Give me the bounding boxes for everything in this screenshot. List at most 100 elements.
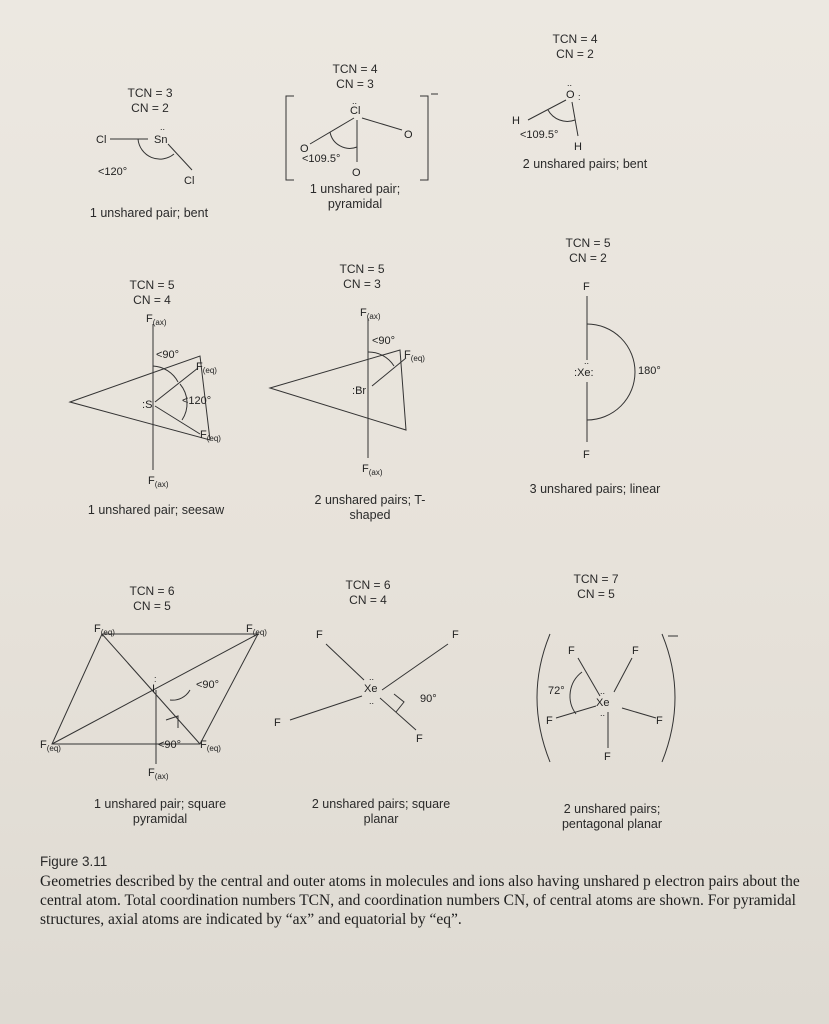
panel-8-header: TCN = 6 CN = 4 xyxy=(328,578,408,608)
panel-3-header: TCN = 4 CN = 2 xyxy=(535,32,615,62)
central-atom-label: I xyxy=(152,683,155,695)
ligand-label: H xyxy=(574,141,582,153)
angle-label: <90° xyxy=(156,349,179,361)
ligand-label: F(ax) xyxy=(146,313,167,327)
ligand-label: F(eq) xyxy=(196,361,217,375)
panel-6-header: TCN = 5 CN = 2 xyxy=(548,236,628,266)
ligand-label: F(eq) xyxy=(40,739,61,753)
cn-label: CN = 3 xyxy=(343,277,381,291)
cn-label: CN = 2 xyxy=(131,101,169,115)
xef4-structure: F F F F Xe .. .. 90° xyxy=(274,629,459,745)
panel-4-header: TCN = 5 CN = 4 xyxy=(112,278,192,308)
ligand-label: F xyxy=(656,715,663,727)
caption-line: 3 unshared pairs; xyxy=(529,482,627,496)
tcn-label: TCN = 3 xyxy=(127,86,173,100)
angle-label: 180° xyxy=(638,365,661,377)
svg-text:..: .. xyxy=(567,78,572,88)
caption-line: 1 unshared pair; xyxy=(93,797,185,811)
tcn-label: TCN = 4 xyxy=(552,32,598,46)
tcn-label: TCN = 6 xyxy=(129,584,175,598)
cn-label: CN = 2 xyxy=(569,251,607,265)
panel-7-caption: 1 unshared pair; square pyramidal xyxy=(90,797,230,827)
caption-line: 2 unshared pairs; xyxy=(314,493,412,507)
ligand-label: F xyxy=(416,733,423,745)
central-atom-label: Sn xyxy=(154,134,167,146)
tcn-label: TCN = 5 xyxy=(339,262,385,276)
ligand-label: O xyxy=(404,129,413,141)
ligand-label: Cl xyxy=(184,175,194,187)
svg-text:..: .. xyxy=(600,686,605,696)
ligand-label: F xyxy=(583,449,590,461)
angle-label: <90° xyxy=(372,335,395,347)
ligand-label: F xyxy=(632,645,639,657)
caption-line: pentagonal planar xyxy=(561,817,663,831)
svg-text:..: .. xyxy=(160,122,165,132)
ligand-label: Cl xyxy=(96,134,106,146)
ligand-label: F xyxy=(452,629,459,641)
caption-line: pyramidal xyxy=(327,197,383,211)
angle-label: <109.5° xyxy=(520,129,558,141)
caption-line: square pyramidal xyxy=(132,797,227,826)
cn-label: CN = 4 xyxy=(133,293,171,307)
panel-2-header: TCN = 4 CN = 3 xyxy=(315,62,395,92)
if5-structure: F(eq) F(eq) F(eq) F(eq) F(ax) I : <90° <… xyxy=(40,623,267,781)
ligand-label: F xyxy=(274,717,281,729)
panel-6-caption: 3 unshared pairs; linear xyxy=(520,482,670,497)
angle-label: <90° xyxy=(196,679,219,691)
angle-label: <90° xyxy=(158,739,181,751)
panel-1-caption: 1 unshared pair; bent xyxy=(84,206,214,221)
ligand-label: F xyxy=(583,281,590,293)
svg-text:..: .. xyxy=(369,672,374,682)
caption-line: seesaw xyxy=(181,503,225,517)
angle-label: 90° xyxy=(420,693,437,705)
ligand-label: F(ax) xyxy=(360,307,381,321)
panel-4-caption: 1 unshared pair; seesaw xyxy=(86,503,226,518)
angle-label: <120° xyxy=(182,395,211,407)
ligand-label: F xyxy=(316,629,323,641)
panel-8-caption: 2 unshared pairs; square planar xyxy=(306,797,456,827)
caption-line: square planar xyxy=(363,797,451,826)
svg-text::: : xyxy=(578,92,581,102)
cn-label: CN = 5 xyxy=(133,599,171,613)
ligand-label: F(ax) xyxy=(148,767,169,781)
central-atom-label: Xe xyxy=(364,683,377,695)
tcn-label: TCN = 6 xyxy=(345,578,391,592)
ligand-label: F(eq) xyxy=(246,623,267,637)
brf3-structure: F(ax) F(ax) F(eq) :Br <90° xyxy=(268,307,425,477)
caption-line: 2 unshared pairs; xyxy=(311,797,409,811)
caption-line: bent xyxy=(622,157,648,171)
cn-label: CN = 5 xyxy=(577,587,615,601)
tcn-label: TCN = 7 xyxy=(573,572,619,586)
panel-3-caption: 2 unshared pairs; bent xyxy=(510,157,660,172)
caption-line: linear xyxy=(629,482,661,496)
caption-line: bent xyxy=(183,206,209,220)
central-atom-label: :Xe: xyxy=(574,367,594,379)
ligand-label: O xyxy=(352,167,361,179)
ligand-label: F xyxy=(546,715,553,727)
central-atom-label: O xyxy=(566,89,575,101)
svg-text:..: .. xyxy=(584,356,589,366)
caption-line: T-shaped xyxy=(349,493,426,522)
ligand-label: F(eq) xyxy=(94,623,115,637)
caption-line: 1 unshared pair; xyxy=(87,503,179,517)
svg-text:..: .. xyxy=(369,696,374,706)
cn-label: CN = 2 xyxy=(556,47,594,61)
ligand-label: F(eq) xyxy=(404,349,425,363)
figure-title: Figure 3.11 xyxy=(40,854,108,869)
panel-9-header: TCN = 7 CN = 5 xyxy=(556,572,636,602)
central-atom-label: :Br xyxy=(352,385,366,397)
panel-9-caption: 2 unshared pairs; pentagonal planar xyxy=(532,802,692,832)
caption-line: 2 unshared pairs; xyxy=(522,157,620,171)
caption-line: 1 unshared pair; xyxy=(309,182,401,196)
ligand-label: F xyxy=(604,751,611,763)
caption-line: 1 unshared pair; xyxy=(89,206,181,220)
figure-caption: Geometries described by the central and … xyxy=(40,873,800,928)
panel-7-header: TCN = 6 CN = 5 xyxy=(112,584,192,614)
svg-text:..: .. xyxy=(600,708,605,718)
xef5-structure: F F F F F Xe .. .. 72° xyxy=(536,633,678,763)
tcn-label: TCN = 4 xyxy=(332,62,378,76)
tcn-label: TCN = 5 xyxy=(129,278,175,292)
svg-text::: : xyxy=(154,674,157,684)
svg-text:..: .. xyxy=(352,96,357,106)
